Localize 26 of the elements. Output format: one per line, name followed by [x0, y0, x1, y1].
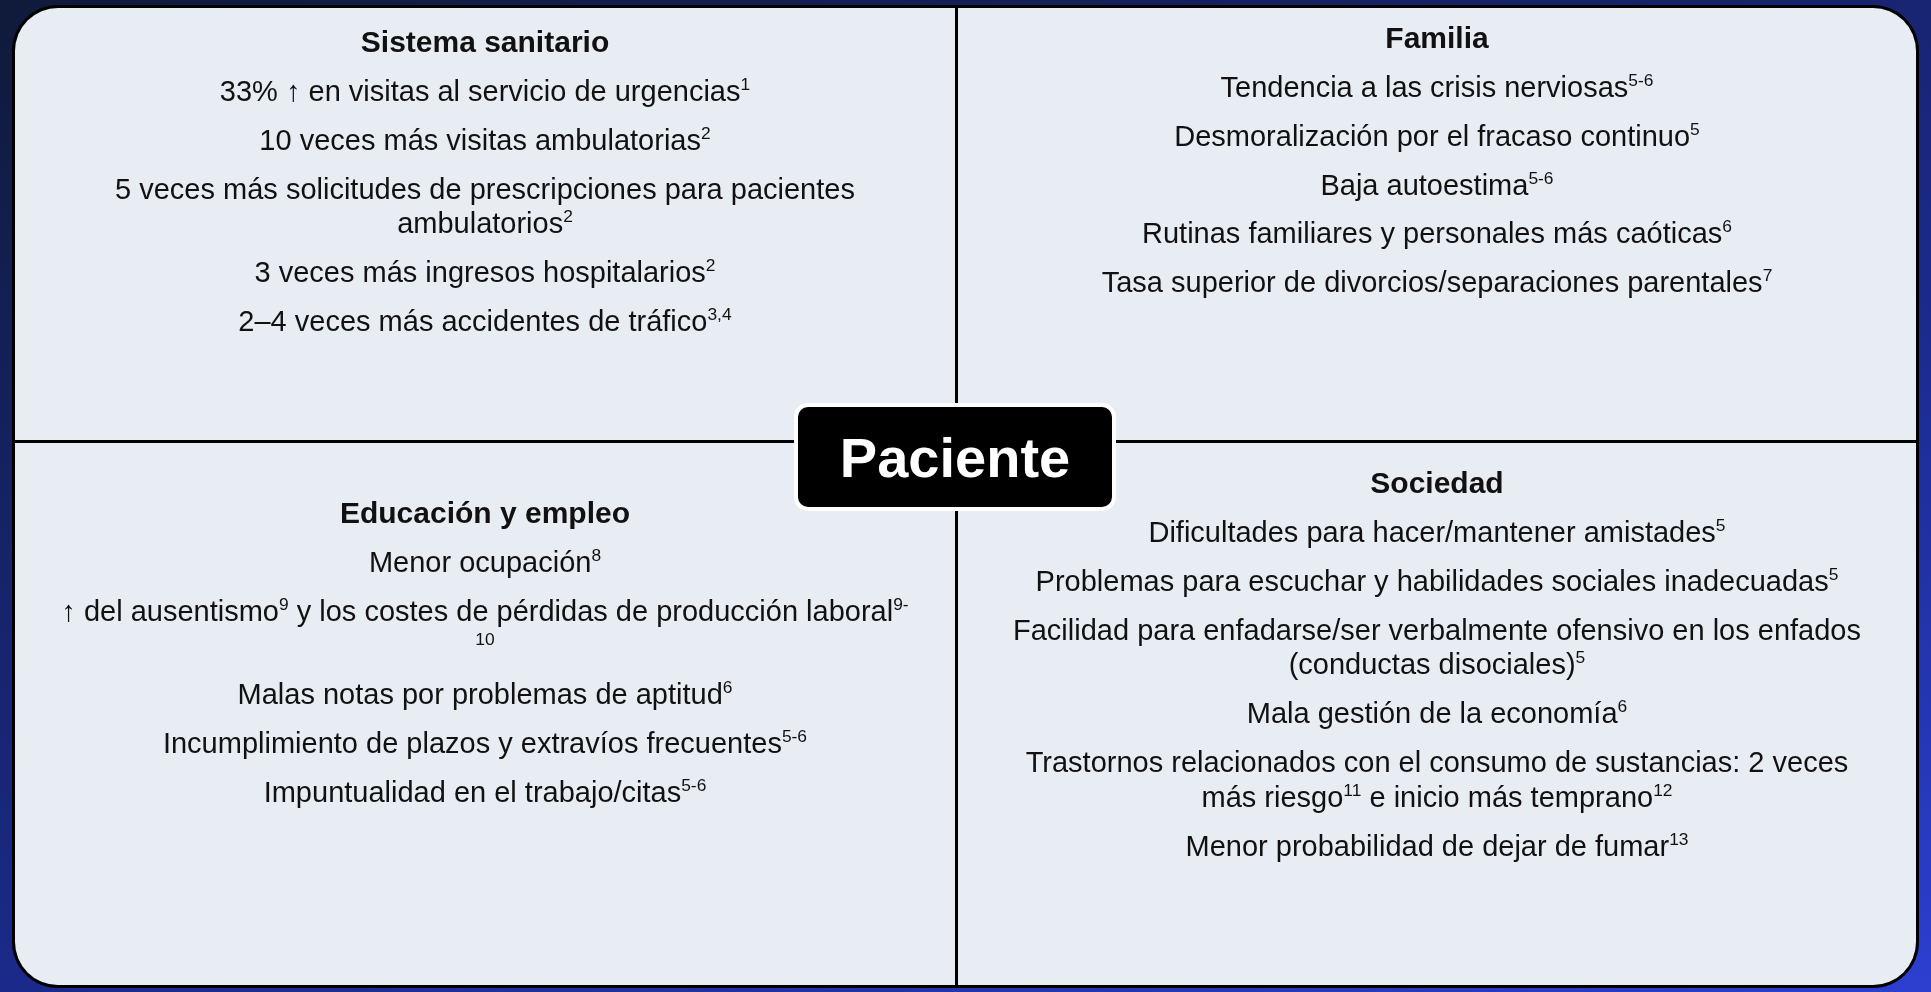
finding-text: Impuntualidad en el trabajo/citas$^{5-6}$	[263, 775, 707, 810]
center-box	[794, 403, 1116, 511]
section-heading: Educación y empleo	[339, 495, 631, 531]
finding-text: Baja autoestima$^{5-6}$	[1320, 167, 1554, 203]
center-label: Paciente	[839, 424, 1071, 490]
finding-text: Menor probabilidad de dejar de fumar$^{13}$	[1185, 828, 1689, 864]
finding-text: Problemas para escuchar y habilidades sociales inadecuadas$^{5}$	[1035, 563, 1839, 599]
finding-text: Malas notas por problemas de aptitud$^{6}$	[237, 677, 733, 713]
finding-text: 5 veces más solicitudes de prescripciones para pacientes ambulatorios$^{2}$	[114, 171, 856, 242]
finding-text: 10 veces más visitas ambulatorias$^{2}$	[259, 122, 711, 158]
finding-text: Desmoralización por el fracaso continuo$^{5}$	[1174, 118, 1700, 154]
section-heading: Sistema sanitario	[360, 24, 610, 60]
finding-text: Mala gestión de la economía$^{6}$	[1246, 696, 1628, 731]
finding-text: 3 veces más ingresos hospitalarios$^{2}$	[254, 255, 716, 290]
section-heading: Sociedad	[1370, 465, 1504, 501]
finding-text: Menor ocupación$^{8}$	[368, 545, 602, 580]
finding-text: Tasa superior de divorcios/separaciones parentales$^{7}$	[1101, 265, 1773, 300]
finding-text: Dificultades para hacer/mantener amistades$^{5}$	[1148, 515, 1726, 550]
finding-text: Incumplimiento de plazos y extravíos frecuentes$^{5-6}$	[162, 726, 808, 761]
finding-text: 33% ↑ en visitas al servicio de urgencias$^{1}$	[219, 74, 751, 109]
finding-text: Facilidad para enfadarse/ser verbalmente ofensivo en los enfados (conductas disociales)$^{5}$	[1012, 612, 1862, 683]
finding-text: Tendencia a las crisis nerviosas$^{5-6}$	[1220, 70, 1654, 105]
finding-text: Rutinas familiares y personales más caóticas$^{6}$	[1142, 216, 1732, 252]
finding-text: 2–4 veces más accidentes de tráfico$^{3,4}$	[238, 304, 732, 339]
finding-text: Trastornos relacionados con el consumo de sustancias: 2 veces más riesgo$^{11}$ e inicio más temprano$^{12}$	[1024, 745, 1850, 815]
section-heading: Familia	[1385, 20, 1489, 56]
